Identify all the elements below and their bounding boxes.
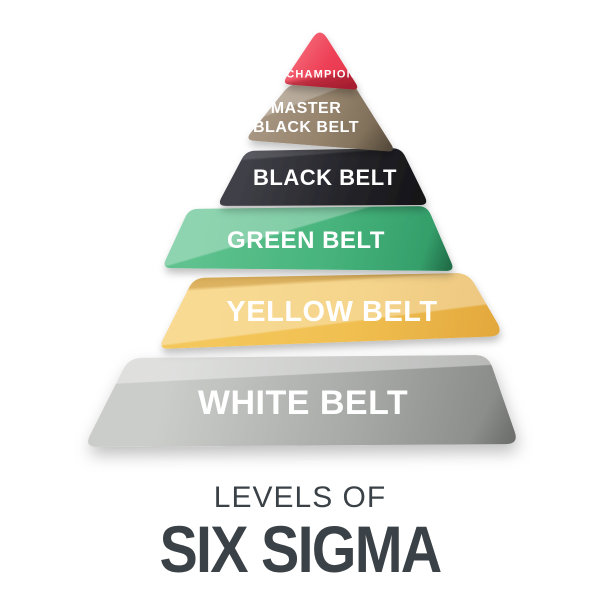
level-label-yellow-belt: YELLOW BELT [226, 295, 438, 328]
level-label-white-belt: WHITE BELT [197, 383, 409, 422]
level-label-champion: CHAMPION [286, 68, 356, 81]
level-label-black-belt: BLACK BELT [253, 165, 397, 191]
caption: LEVELS OF SIX SIGMA [0, 482, 600, 582]
caption-levels-of: LEVELS OF [213, 481, 387, 514]
level-label-green-belt: GREEN BELT [227, 226, 385, 254]
master-black-belt-line-2: BLACK BELT [252, 119, 360, 136]
caption-six-sigma: SIX SIGMA [159, 511, 442, 586]
level-label-master-black-belt: MASTER BLACK BELT [253, 100, 359, 138]
master-black-belt-line-1: MASTER [270, 100, 342, 118]
